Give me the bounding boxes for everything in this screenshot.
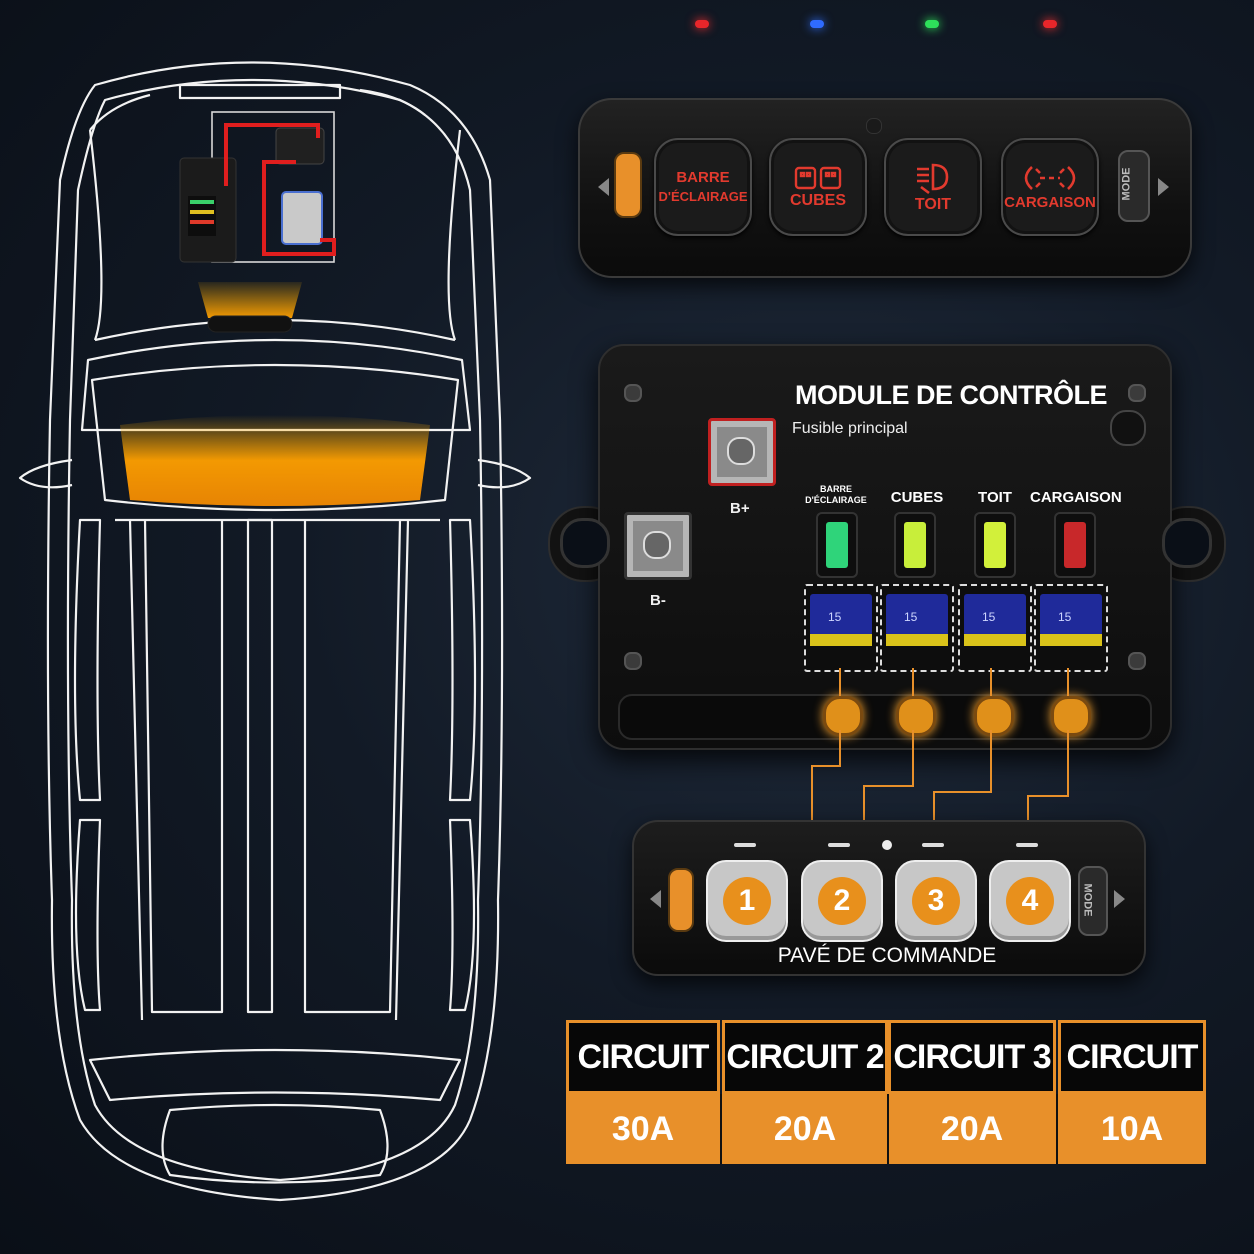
light-sensor <box>866 118 882 134</box>
keypad-key-3[interactable]: 3 <box>895 860 977 942</box>
right-arrow-icon[interactable] <box>1114 890 1125 908</box>
switch-panel-mode-button[interactable]: MODE <box>1118 150 1150 222</box>
fuse[interactable] <box>826 522 848 568</box>
circuit-name: CIRCUIT 1 <box>566 1020 720 1144</box>
terminal-positive-label: B+ <box>730 500 750 517</box>
circuit-amperage: 20A <box>888 1094 1056 1164</box>
key-indicator <box>922 843 944 847</box>
table-divider <box>887 1094 889 1164</box>
fuse-slot <box>816 512 858 578</box>
circuit-amperage: 10A <box>1058 1094 1206 1164</box>
keypad-sensor <box>882 840 892 850</box>
keypad-power-button[interactable] <box>668 868 694 932</box>
switch-toit[interactable]: TOIT <box>884 138 982 236</box>
vehicle-outline <box>18 61 532 1202</box>
relay: 15 <box>804 584 878 672</box>
keypad-key-4[interactable]: 4 <box>989 860 1071 942</box>
module-title: MODULE DE CONTRÔLE <box>795 380 1108 410</box>
led-indicator <box>695 20 709 28</box>
switch-cargaison[interactable]: CARGAISON <box>1001 138 1099 236</box>
fuse[interactable] <box>1064 522 1086 568</box>
headlight-icon <box>917 163 949 194</box>
module-status-button[interactable] <box>1110 410 1146 446</box>
relay: 15 <box>1034 584 1108 672</box>
switch-panel-power-button[interactable] <box>614 152 642 218</box>
mounting-hole <box>560 518 610 568</box>
circuit-amperage: 20A <box>722 1094 888 1164</box>
keypad-mode-button[interactable]: MODE <box>1078 866 1108 936</box>
screw <box>624 652 642 670</box>
mode-label: MODE <box>1081 883 1094 917</box>
terminal-negative <box>624 512 692 580</box>
fuse[interactable] <box>904 522 926 568</box>
key-indicator <box>1016 843 1038 847</box>
keypad-key-1[interactable]: 1 <box>706 860 788 942</box>
keypad-key-2[interactable]: 2 <box>801 860 883 942</box>
relay: 15 <box>958 584 1032 672</box>
right-arrow-icon[interactable] <box>1158 178 1169 196</box>
cubes-icon <box>794 166 842 189</box>
led-indicator <box>810 20 824 28</box>
fuse[interactable] <box>984 522 1006 568</box>
screw <box>624 384 642 402</box>
led-indicator <box>925 20 939 28</box>
fuse-label-cargaison: CARGAISON <box>1030 489 1122 506</box>
cable-port <box>823 696 863 736</box>
table-divider <box>1056 1094 1058 1164</box>
terminal-negative-label: B- <box>650 592 666 609</box>
led-indicator <box>1043 20 1057 28</box>
key-indicator <box>734 843 756 847</box>
switch-barre-eclairage[interactable]: BARRE D'ÉCLAIRAGE <box>654 138 752 236</box>
table-divider <box>720 1094 722 1164</box>
screw <box>1128 384 1146 402</box>
circuit-name: CIRCUIT 3 <box>888 1020 1056 1094</box>
cable-port <box>974 696 1014 736</box>
key-indicator <box>828 843 850 847</box>
circuit-name: CIRCUIT 4 <box>1058 1020 1206 1144</box>
module-subtitle: Fusible principal <box>792 420 908 437</box>
keypad-title: PAVÉ DE COMMANDE <box>777 944 997 967</box>
switch-cubes[interactable]: CUBES <box>769 138 867 236</box>
fuse-slot <box>974 512 1016 578</box>
cargo-light-icon <box>1024 165 1076 190</box>
circuit-name: CIRCUIT 2 <box>722 1020 888 1094</box>
left-arrow-icon[interactable] <box>598 178 609 196</box>
fuse-label-cubes: CUBES <box>890 489 944 506</box>
left-arrow-icon[interactable] <box>650 890 661 908</box>
cable-port <box>896 696 936 736</box>
cable-port <box>1051 696 1091 736</box>
circuit-amperage: 30A <box>566 1094 720 1164</box>
relay: 15 <box>880 584 954 672</box>
mounting-hole <box>1162 518 1212 568</box>
screw <box>1128 652 1146 670</box>
terminal-positive <box>708 418 776 486</box>
fuse-slot <box>1054 512 1096 578</box>
fuse-label-toit: TOIT <box>978 489 1012 506</box>
fuse-slot <box>894 512 936 578</box>
fuse-label-barre: BARRE D'ÉCLAIRAGE <box>805 484 867 505</box>
